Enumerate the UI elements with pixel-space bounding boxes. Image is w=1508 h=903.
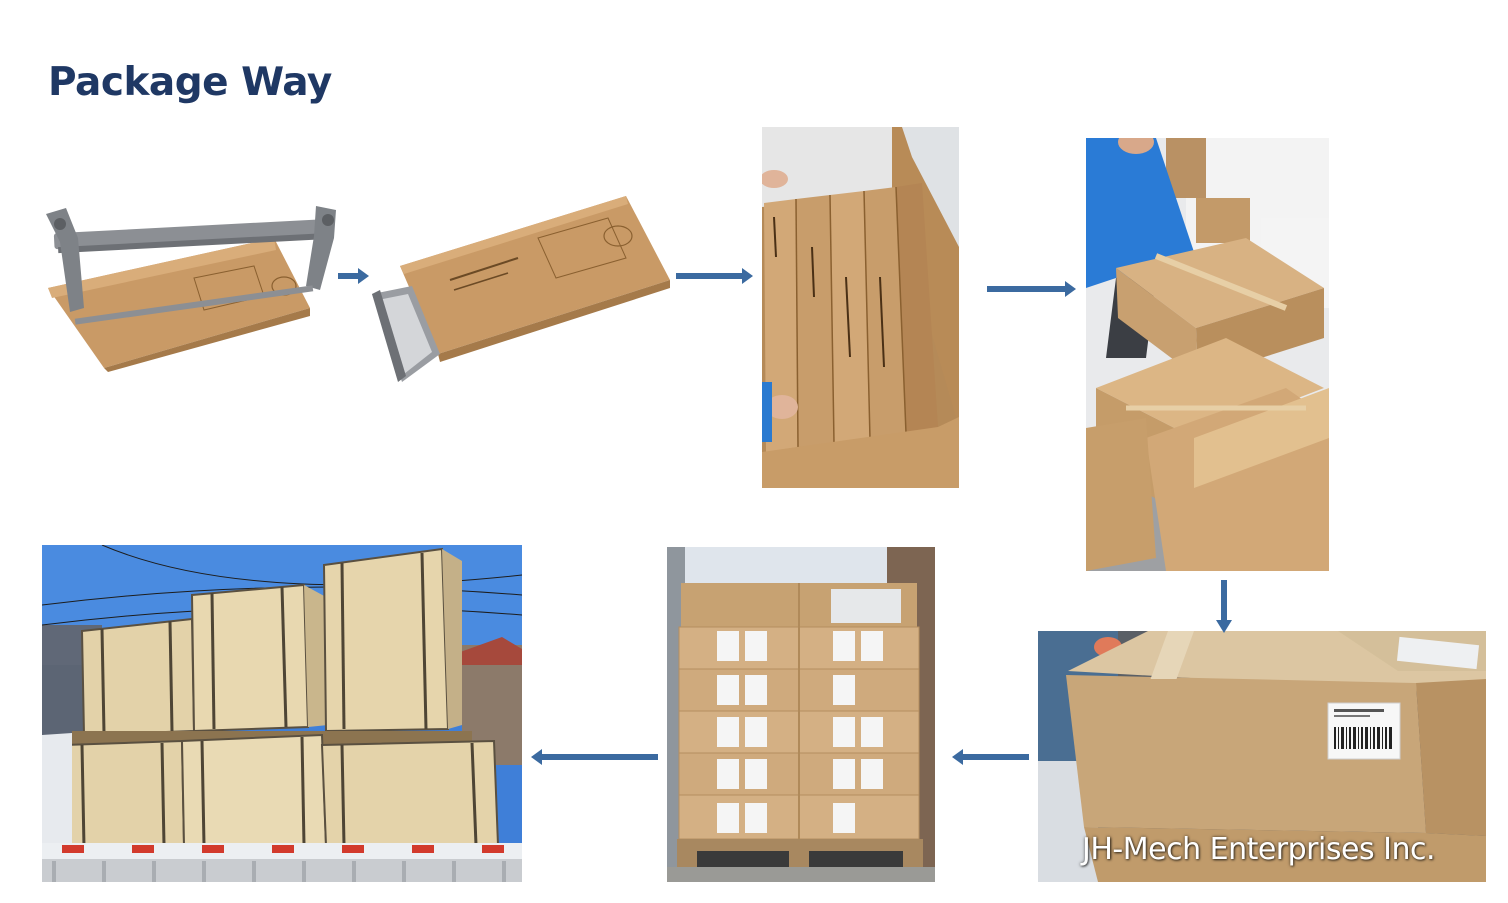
dispenser-in-single-box-photo: [368, 194, 674, 388]
palletized-cartons-photo: [667, 547, 935, 882]
flow-arrow-6-left: [530, 747, 658, 767]
taping-cartons-image: [1086, 138, 1329, 571]
flow-arrow-3-right: [987, 279, 1077, 299]
wooden-crates-on-truck-photo: [42, 545, 522, 882]
paper-dispenser-image: [44, 198, 340, 372]
arrow-right-icon: [338, 268, 369, 284]
boxes-in-master-carton-photo: [762, 127, 959, 488]
crates-truck-image: [42, 545, 522, 882]
labeled-carton-photo: [1038, 631, 1486, 882]
dispenser-product-photo: [44, 198, 340, 372]
labeled-carton-image: [1038, 631, 1486, 882]
flow-arrow-2-right: [676, 266, 754, 286]
arrow-right-icon: [676, 268, 753, 284]
boxed-dispenser-image: [368, 194, 674, 388]
arrow-right-icon: [987, 281, 1076, 297]
sealing-master-cartons-photo: [1086, 138, 1329, 571]
flow-arrow-5-left: [951, 747, 1029, 767]
arrow-left-icon: [952, 749, 1029, 765]
arrow-left-icon: [531, 749, 658, 765]
flow-arrow-1-right: [338, 266, 370, 286]
arrow-down-icon: [1216, 580, 1232, 633]
page-title: Package Way: [48, 60, 332, 105]
pallet-stack-image: [667, 547, 935, 882]
company-watermark: JH-Mech Enterprises Inc.: [1082, 832, 1436, 867]
flow-arrow-4-down: [1214, 580, 1234, 634]
carton-interior-image: [762, 127, 959, 488]
